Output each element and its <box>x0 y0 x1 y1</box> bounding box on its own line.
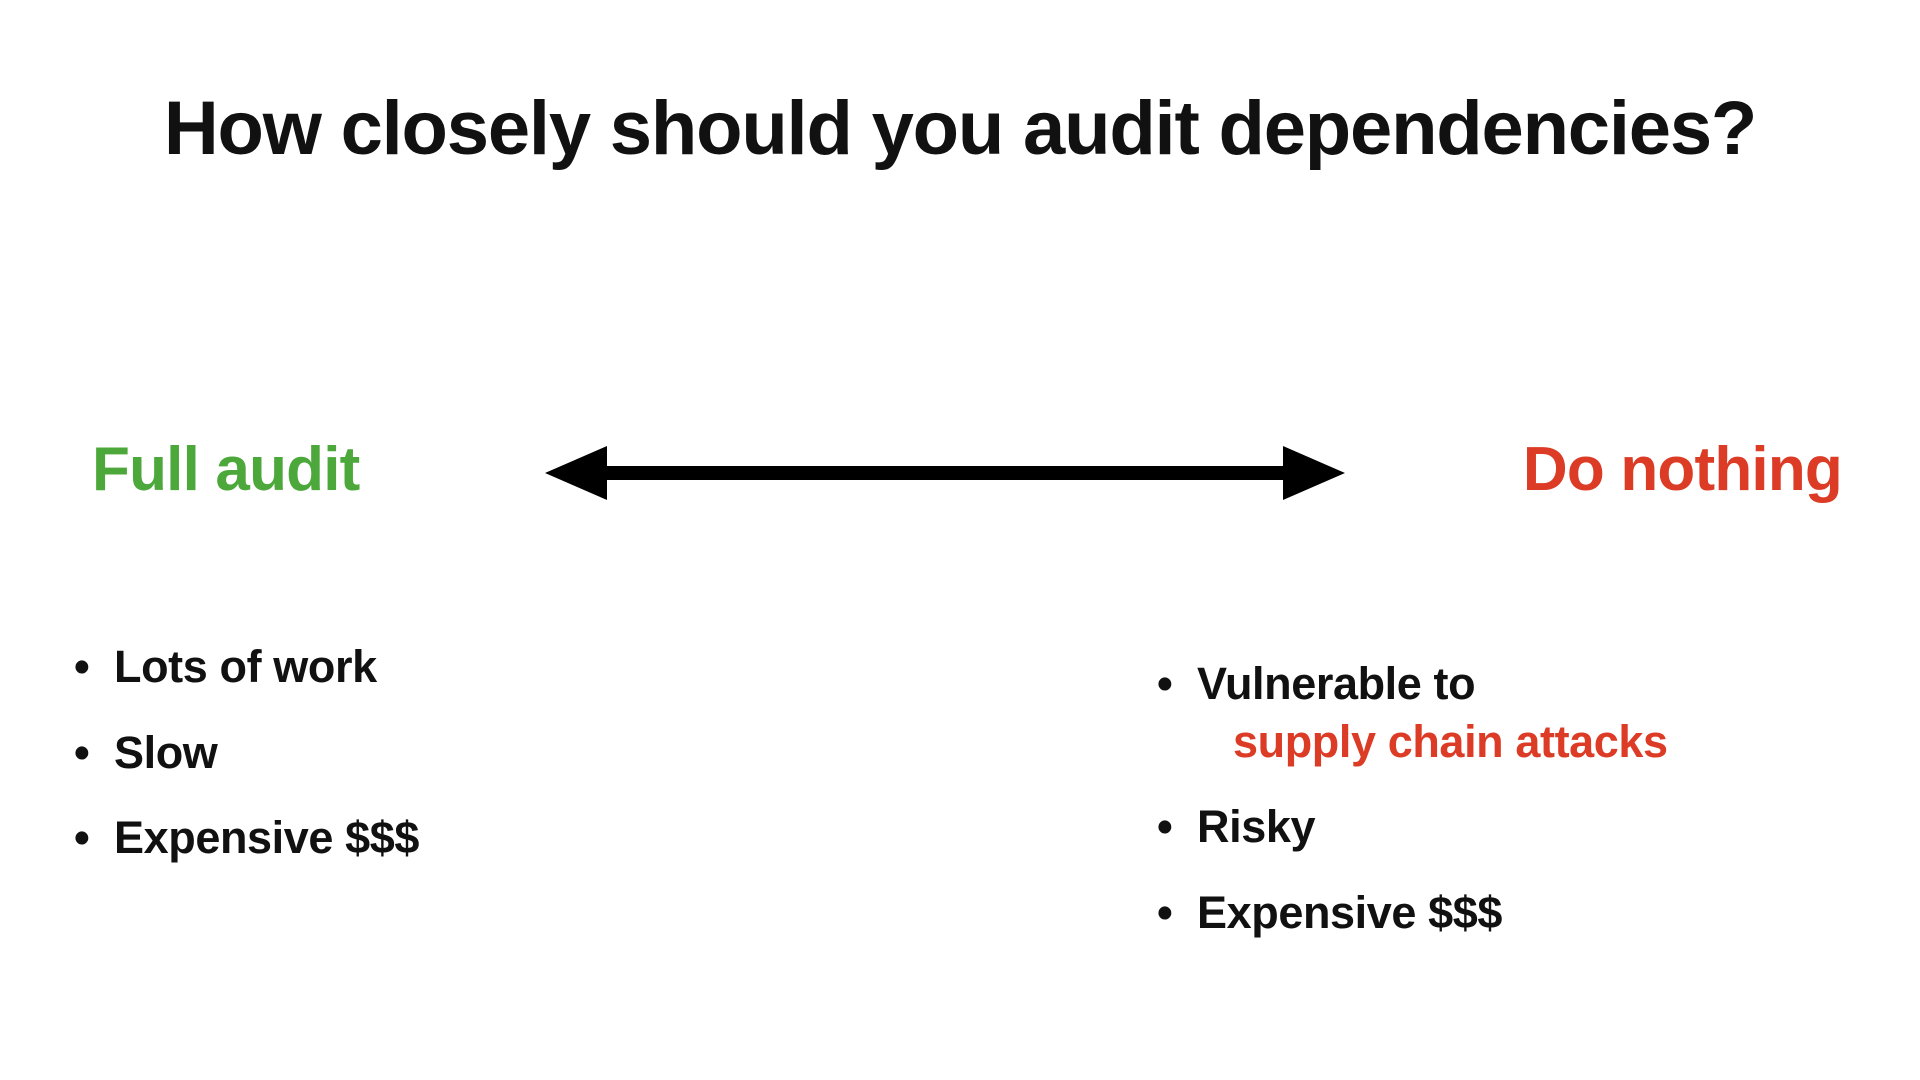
bullet-dot-icon: • <box>1157 886 1173 938</box>
list-item-label: Risky <box>1197 801 1316 853</box>
list-item-label: Expensive $$$ <box>114 812 420 864</box>
bullet-dot-icon: • <box>74 726 90 778</box>
page-title: How closely should you audit dependencie… <box>163 85 1758 171</box>
list-item-label: Slow <box>114 726 218 778</box>
list-item-label: Lots of work <box>114 641 377 692</box>
bullet-dot-icon: • <box>1157 801 1173 853</box>
bullet-dot-icon: • <box>1157 658 1173 709</box>
list-item-label: Vulnerable to <box>1197 658 1476 709</box>
left-bullet-list: • Lots of work • Slow • Expensive $$$ <box>72 638 712 867</box>
right-bullet-list: • Vulnerable to supply chain attacks • R… <box>1155 655 1875 941</box>
spectrum-right-pole-label: Do nothing <box>1522 435 1843 504</box>
spectrum-row: Full audit Do nothing <box>0 420 1920 530</box>
bullet-dot-icon: • <box>74 641 90 692</box>
list-item: • Vulnerable to supply chain attacks <box>1155 655 1875 770</box>
list-item: • Lots of work <box>72 638 712 696</box>
bullet-dot-icon: • <box>74 812 90 864</box>
list-item: • Expensive $$$ <box>1155 884 1875 942</box>
list-item-label: Expensive $$$ <box>1197 886 1503 938</box>
list-item: • Risky <box>1155 798 1875 856</box>
double-headed-arrow-icon <box>545 446 1345 500</box>
list-item: • Expensive $$$ <box>72 809 712 867</box>
spectrum-left-pole-label: Full audit <box>92 435 360 504</box>
list-item-sublabel: supply chain attacks <box>1233 715 1668 767</box>
list-item: • Slow <box>72 724 712 782</box>
